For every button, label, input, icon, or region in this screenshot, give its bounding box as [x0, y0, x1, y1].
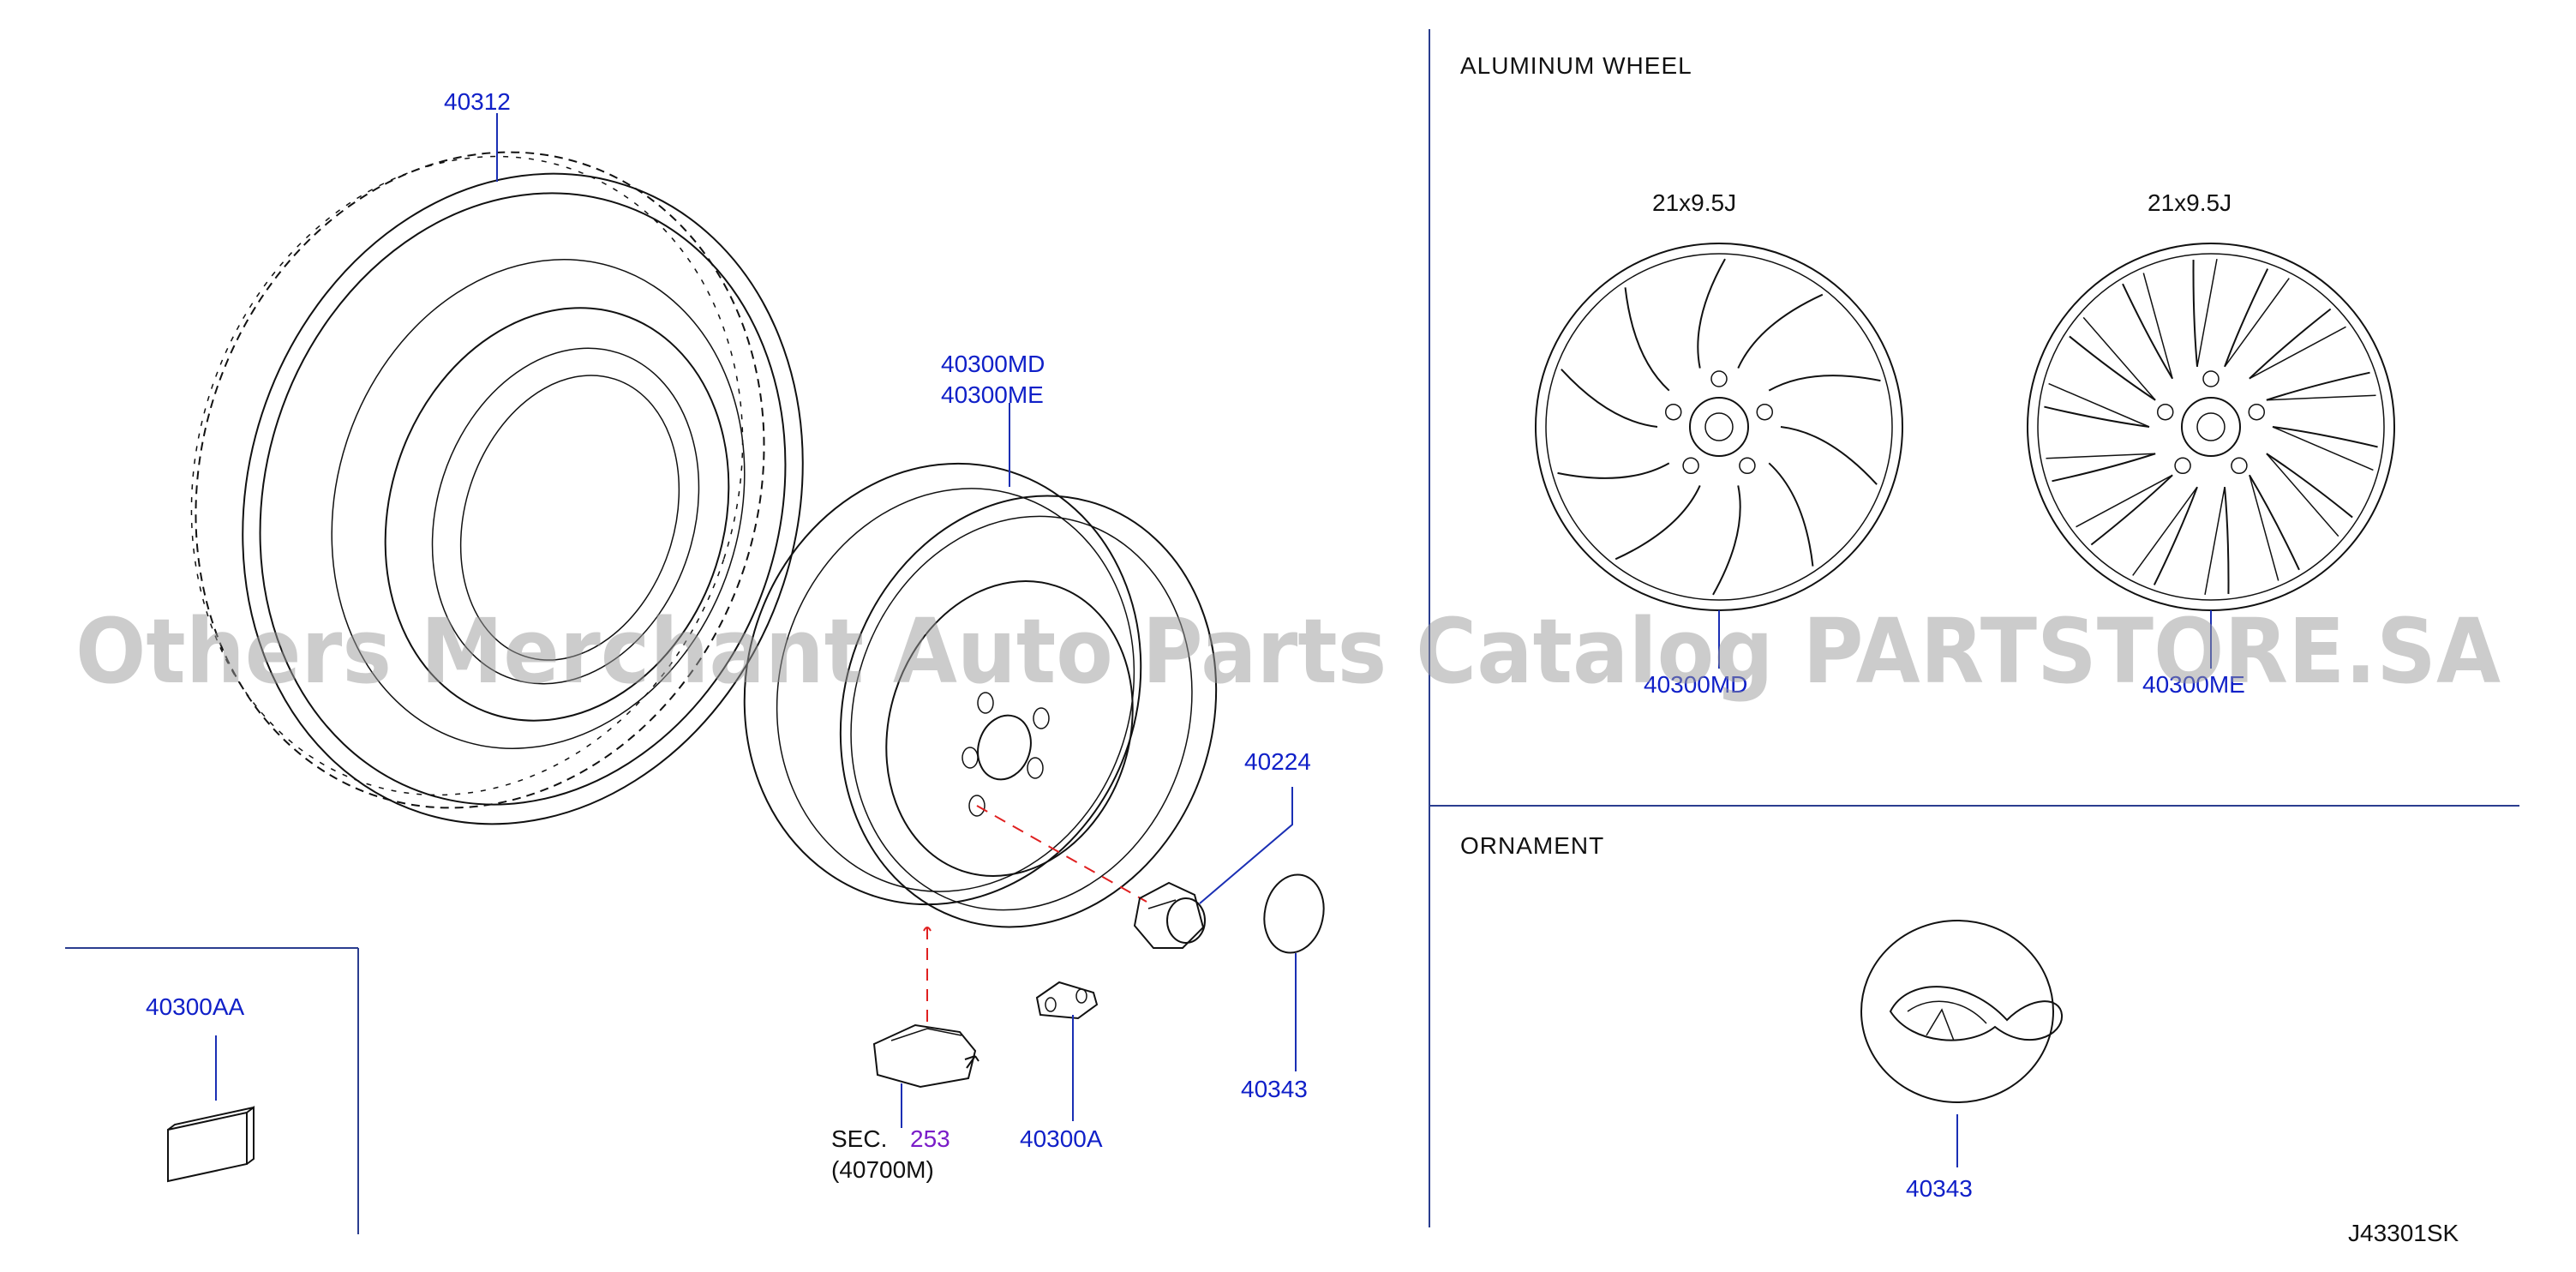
cap-part-number[interactable]: 40343 — [1241, 1076, 1308, 1102]
spoke-edge — [2082, 316, 2156, 401]
tire-drawing[interactable] — [111, 78, 886, 897]
aluminum-wheel-callouts[interactable]: 40300MD 40300ME — [1644, 610, 2245, 698]
hub — [1689, 397, 1749, 457]
spoke — [1614, 485, 1701, 561]
watermark: Others Merchant Auto Parts Catalog PARTS… — [75, 599, 2501, 704]
lug-hole — [1710, 370, 1728, 387]
lug-hole — [2156, 403, 2174, 421]
center-cap-drawing[interactable] — [1257, 869, 1331, 958]
spoke — [1712, 485, 1741, 596]
assembly-guides — [923, 805, 1147, 1029]
aluminum-wheel-left-drawing[interactable] — [1535, 243, 1903, 611]
hub — [2181, 397, 2241, 457]
lug-hole — [2231, 457, 2248, 475]
lug-hole — [1682, 457, 1699, 475]
ornament-callout[interactable]: 40343 — [1906, 1114, 1973, 1202]
spoke-edge — [2266, 453, 2339, 537]
wheel-nut-callout[interactable]: 40224 — [1199, 748, 1311, 904]
lug-hole — [2174, 457, 2191, 475]
spoke — [2266, 371, 2370, 401]
tire-callout[interactable]: 40312 — [444, 88, 511, 182]
lug-hole — [2248, 403, 2266, 421]
balance-weight-callout[interactable]: 40300AA — [146, 993, 245, 1101]
spoke — [1561, 369, 1658, 428]
spoke — [1768, 375, 1881, 392]
nut-part-number[interactable]: 40224 — [1244, 748, 1311, 775]
rim-outer — [2027, 243, 2395, 611]
spoke-edge — [2249, 326, 2346, 380]
lug-hole — [1739, 457, 1756, 475]
wheel-part-number-md[interactable]: 40300MD — [941, 351, 1045, 377]
spoke — [2052, 453, 2156, 483]
spoke — [2272, 426, 2378, 448]
spoke — [2249, 474, 2300, 571]
diagram-code: J43301SK — [2348, 1220, 2459, 1246]
lug-hole — [2202, 370, 2220, 387]
weight-part-number[interactable]: 40300AA — [146, 993, 245, 1020]
spoke — [2090, 474, 2173, 546]
rim-inner — [2037, 253, 2385, 601]
hub-center — [2196, 412, 2226, 441]
spoke — [2224, 487, 2230, 594]
spoke — [1624, 287, 1670, 392]
wheel-part-number-me[interactable]: 40300ME — [941, 381, 1044, 408]
spoke — [2249, 308, 2332, 380]
spoke — [2069, 335, 2156, 401]
center-cap-callout[interactable]: 40343 — [1241, 953, 1308, 1102]
spoke — [1737, 293, 1824, 369]
sensor-sec-label: SEC. — [831, 1125, 887, 1152]
spoke — [1768, 462, 1814, 567]
spoke-edge — [2142, 273, 2173, 379]
spoke — [2192, 260, 2198, 367]
alu-right-part-number[interactable]: 40300ME — [2142, 671, 2245, 698]
spoke-edge — [2224, 278, 2290, 368]
steel-wheel-drawing[interactable] — [688, 411, 1271, 976]
spoke-edge — [2046, 453, 2156, 459]
wheel-nut-drawing[interactable] — [1133, 881, 1206, 949]
right-wheel-size: 21x9.5J — [2148, 189, 2232, 216]
spoke-edge — [2266, 394, 2376, 401]
rim-outer — [1535, 243, 1903, 611]
spoke — [2153, 486, 2198, 585]
tpms-sensor-callout[interactable]: SEC. 253 (40700M) — [831, 1083, 950, 1183]
aluminum-wheel-title: ALUMINUM WHEEL — [1460, 52, 1692, 79]
spoke — [2266, 453, 2353, 519]
lug-hole — [1756, 403, 1774, 421]
sensor-section-number[interactable]: 253 — [910, 1125, 950, 1152]
tire-part-number[interactable]: 40312 — [444, 88, 511, 115]
spoke-edge — [2249, 475, 2279, 581]
ornament-title: ORNAMENT — [1460, 832, 1604, 859]
sensor-ref-number: (40700M) — [831, 1156, 934, 1183]
ornament-part-number[interactable]: 40343 — [1906, 1175, 1973, 1202]
lug-hole — [1664, 403, 1682, 421]
valve-part-number[interactable]: 40300A — [1020, 1125, 1103, 1152]
spoke — [2224, 268, 2269, 368]
spoke-edge — [2076, 474, 2173, 528]
aluminum-wheel-right-drawing[interactable] — [2027, 243, 2395, 611]
hub-center — [1704, 412, 1734, 441]
ornament-drawing[interactable] — [1860, 920, 2064, 1103]
valve-callout[interactable]: 40300A — [1020, 1015, 1103, 1152]
rim-inner — [1545, 253, 1893, 601]
balance-weight-drawing[interactable] — [167, 1106, 255, 1183]
alu-left-part-number[interactable]: 40300MD — [1644, 671, 1747, 698]
spoke-edge — [2272, 426, 2374, 471]
spoke-edge — [2048, 382, 2150, 428]
spoke — [1780, 426, 1878, 485]
spoke-edge — [2132, 486, 2198, 576]
tpms-sensor-drawing[interactable] — [872, 1023, 979, 1089]
left-wheel-size: 21x9.5J — [1652, 189, 1736, 216]
spoke-edge — [2204, 487, 2226, 596]
spoke — [1557, 462, 1670, 479]
steel-wheel-callout[interactable]: 40300MD 40300ME — [941, 351, 1045, 487]
spoke — [2122, 283, 2173, 380]
spoke-edge — [2196, 258, 2218, 367]
spoke — [2044, 405, 2150, 428]
spoke — [1697, 258, 1726, 369]
section-frames — [65, 29, 2519, 1234]
valve-drawing[interactable] — [1035, 981, 1099, 1020]
